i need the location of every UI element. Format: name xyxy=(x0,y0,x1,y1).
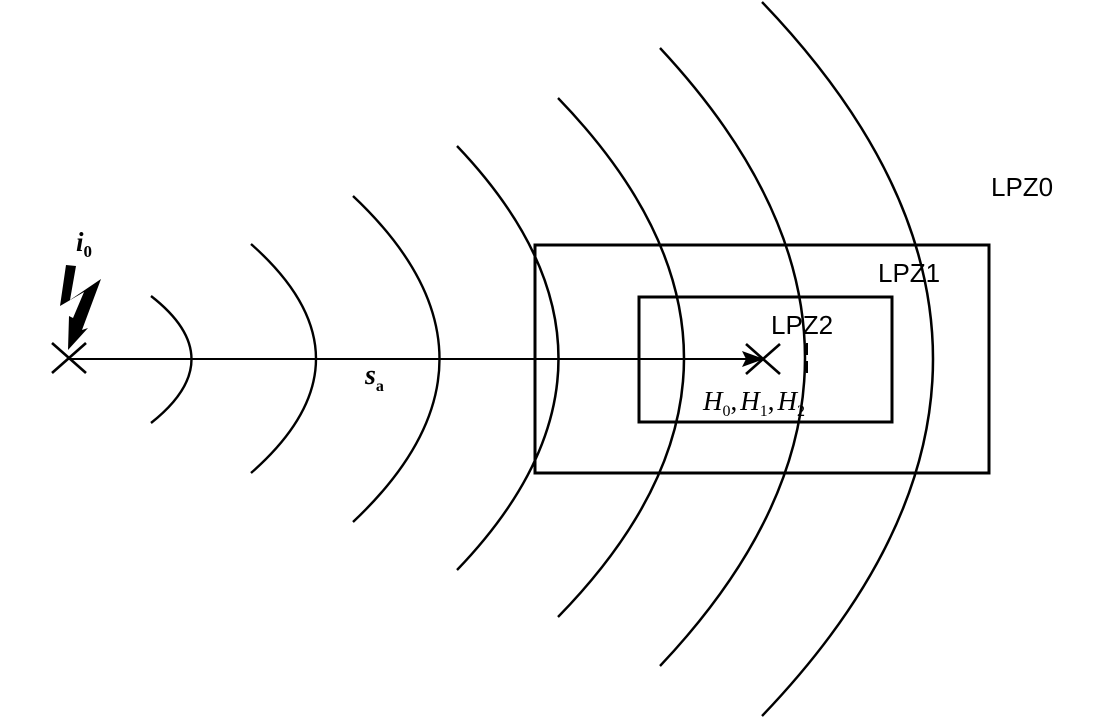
wavefront-arc-5 xyxy=(557,97,686,618)
observation-point-cross xyxy=(745,343,781,375)
distance-label: sa xyxy=(364,360,384,395)
zone-label-lpz1: LPZ1 xyxy=(878,258,940,288)
field-h0: H xyxy=(702,386,724,416)
zone-label-lpz2: LPZ2 xyxy=(771,310,833,340)
wavefront-arc-7 xyxy=(761,1,935,717)
wavefront-arc-6 xyxy=(659,47,807,667)
lightning-bolt-icon xyxy=(60,265,101,350)
field-labels: H0,H1,H2 xyxy=(702,386,805,420)
arrow-head xyxy=(742,351,764,367)
zone-label-lpz0: LPZ0 xyxy=(991,172,1053,202)
strike-point-cross xyxy=(51,342,87,374)
field-h2: H xyxy=(777,386,799,416)
field-h1: H xyxy=(739,386,761,416)
source-current-label: i0 xyxy=(76,227,92,261)
